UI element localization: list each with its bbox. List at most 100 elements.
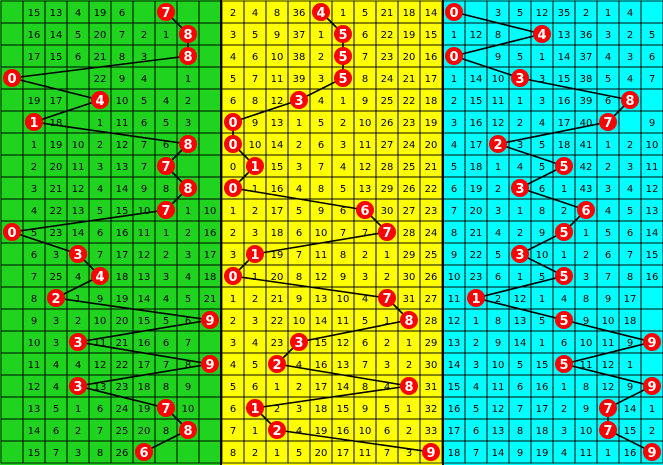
green-cell-number: 20	[116, 316, 129, 327]
yellow-cell-number: 2	[406, 426, 412, 437]
green-cell-number: 8	[163, 382, 169, 393]
green-marker-number: 2	[51, 292, 60, 307]
yellow-cell-number: 26	[381, 118, 394, 129]
cyan-cell-number: 13	[492, 426, 505, 437]
cyan-cell-number: 15	[470, 96, 483, 107]
green-cell-number: 3	[163, 272, 169, 283]
cyan-cell-number: 9	[451, 250, 457, 261]
cyan-cell-number: 17	[558, 118, 571, 129]
yellow-cell-number: 6	[230, 404, 236, 415]
cyan-cell-number: 13	[514, 316, 527, 327]
cyan-cell-number: 1	[451, 30, 457, 41]
green-marker-number: 9	[205, 358, 214, 373]
yellow-cell-number: 8	[318, 184, 324, 195]
yellow-cell-number: 17	[315, 382, 328, 393]
cyan-cell-number: 15	[558, 74, 571, 85]
cyan-cell-number: 8	[451, 228, 457, 239]
yellow-cell-number: 18	[271, 228, 284, 239]
yellow-trend-segment	[276, 363, 410, 387]
green-marker	[157, 3, 175, 21]
yellow-cell-number: 2	[362, 250, 368, 261]
cyan-marker	[533, 25, 551, 43]
yellow-cell-number: 14	[425, 8, 438, 19]
yellow-cell-number: 9	[252, 118, 258, 129]
yellow-cell-number: 29	[425, 338, 438, 349]
cyan-cell-number: 6	[627, 228, 633, 239]
yellow-marker	[290, 333, 308, 351]
yellow-cell-number: 2	[296, 382, 302, 393]
yellow-cell-number: 28	[403, 228, 416, 239]
yellow-cell-number: 2	[252, 206, 258, 217]
yellow-cell-number: 17	[271, 206, 284, 217]
green-marker-number: 3	[73, 336, 82, 351]
yellow-marker	[246, 245, 264, 263]
yellow-cell-number: 30	[381, 206, 394, 217]
yellow-marker-number: 0	[228, 270, 237, 285]
green-cell-number: 2	[97, 140, 103, 151]
green-cell-number: 10	[138, 206, 151, 217]
yellow-cell-number: 20	[425, 140, 438, 151]
cyan-cell-number: 6	[473, 426, 479, 437]
green-cell-number: 6	[119, 8, 125, 19]
green-cell-number: 21	[94, 52, 107, 63]
cyan-cell-number: 10	[580, 426, 593, 437]
yellow-cell-number: 21	[403, 74, 416, 85]
yellow-cell-number: 10	[293, 316, 306, 327]
yellow-cell-number: 19	[271, 250, 284, 261]
yellow-cell-number: 31	[425, 382, 438, 393]
green-cell-number: 5	[163, 118, 169, 129]
green-cell-number: 1	[97, 118, 103, 129]
green-marker-number: 0	[7, 72, 16, 87]
green-cell-number: 6	[75, 52, 81, 63]
green-cell-number: 17	[116, 250, 129, 261]
green-cell-number: 2	[141, 30, 147, 41]
cyan-cell-number: 38	[580, 74, 593, 85]
cyan-cell-number: 6	[605, 250, 611, 261]
cyan-cell-number: 14	[558, 52, 571, 63]
yellow-marker	[268, 421, 286, 439]
yellow-cell-number: 15	[425, 30, 438, 41]
yellow-cell-number: 22	[271, 316, 284, 327]
cyan-cell-number: 4	[495, 228, 501, 239]
green-cell-number: 14	[116, 184, 129, 195]
green-marker-number: 6	[139, 446, 148, 461]
green-trend-segment	[77, 363, 211, 387]
yellow-cell-number: 15	[315, 338, 328, 349]
green-cell-number: 6	[141, 118, 147, 129]
green-cell-number: 5	[31, 228, 37, 239]
green-cell-number: 6	[185, 316, 191, 327]
cyan-marker-number: 5	[559, 270, 568, 285]
yellow-cell-number: 1	[340, 96, 346, 107]
yellow-cell-number: 23	[425, 206, 438, 217]
yellow-cell-number: 10	[315, 228, 328, 239]
green-marker-number: 0	[7, 226, 16, 241]
green-marker	[179, 135, 197, 153]
yellow-cell-number: 4	[252, 338, 258, 349]
yellow-cell-number: 7	[362, 360, 368, 371]
cyan-trend-segment	[497, 121, 609, 145]
yellow-cell-number: 20	[403, 52, 416, 63]
cyan-cell-number: 6	[517, 382, 523, 393]
green-marker-number: 3	[73, 248, 82, 263]
yellow-cell-number: 9	[340, 272, 346, 283]
green-marker	[91, 267, 109, 285]
green-cell-number: 19	[94, 8, 107, 19]
cyan-cell-number: 3	[495, 8, 501, 19]
green-cell-number: 5	[53, 404, 59, 415]
cyan-cell-number: 19	[470, 184, 483, 195]
yellow-marker	[224, 135, 242, 153]
yellow-cell-number: 30	[425, 360, 438, 371]
green-marker-number: 8	[183, 424, 192, 439]
cyan-cell-number: 9	[583, 404, 589, 415]
cyan-cell-number: 14	[514, 338, 527, 349]
yellow-cell-number: 2	[318, 52, 324, 63]
green-cell-number: 1	[185, 206, 191, 217]
yellow-cell-number: 4	[296, 426, 302, 437]
cyan-marker	[511, 69, 529, 87]
cyan-cell-number: 1	[451, 74, 457, 85]
green-cell-number: 22	[116, 360, 129, 371]
cyan-cell-number: 19	[536, 448, 549, 459]
green-trend-segment	[11, 77, 101, 101]
cyan-cell-number: 41	[580, 140, 593, 151]
yellow-cell-number: 11	[337, 316, 350, 327]
